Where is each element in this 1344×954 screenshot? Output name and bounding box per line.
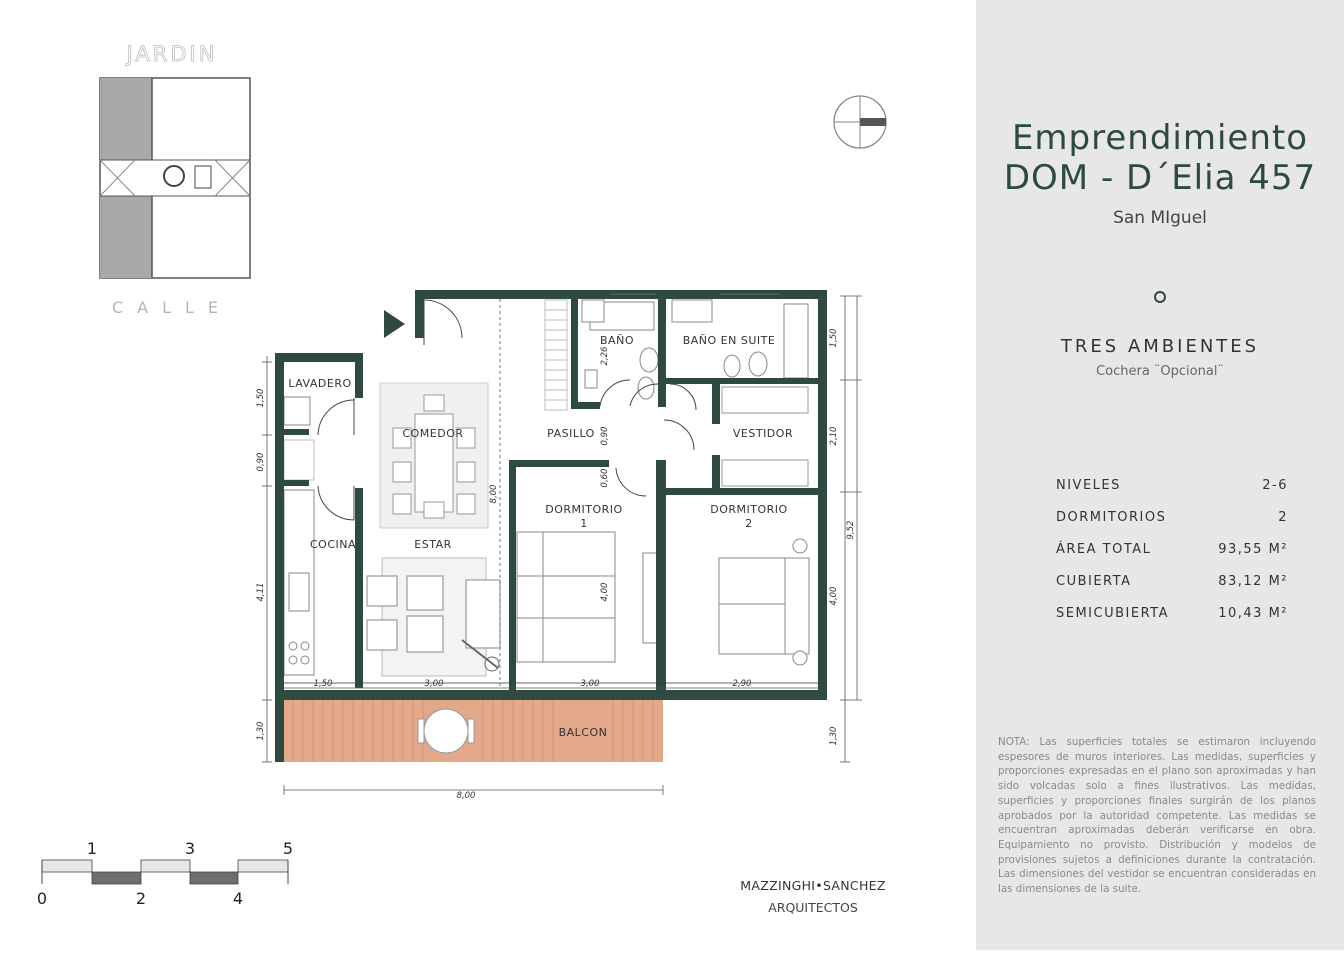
floor-plan-area: JARDIN CALLE [37, 42, 887, 915]
room-label-comedor: COMEDOR [402, 427, 463, 440]
kitchen-counter [283, 489, 315, 676]
room-label-cocina: COCINA [310, 538, 356, 551]
dim-inner-800: 8,00 [489, 485, 499, 504]
dim-left-090: 0,90 [256, 453, 266, 472]
spec-label: CUBIERTA [1056, 574, 1132, 589]
dining-table [392, 394, 476, 519]
dim-right-150: 1,50 [829, 329, 839, 348]
dim-left-150: 1,50 [256, 389, 266, 408]
bathroom-fixtures [581, 299, 809, 400]
unit-subtitle: Cochera ¨Opcional¨ [1096, 364, 1224, 379]
dim-bottom-150: 1,50 [314, 679, 333, 689]
scale-bar: 1 3 5 0 2 4 [37, 839, 293, 908]
floor-plan-drawing: JARDIN CALLE [37, 42, 887, 915]
keyplan-top-label: JARDIN [125, 42, 218, 66]
room-labels: LAVADERO COMEDOR PASILLO BAÑO BAÑO EN SU… [288, 334, 793, 739]
room-label-balcon: BALCON [559, 726, 608, 739]
dim-right-210: 2,10 [829, 427, 839, 446]
spec-value: 2 [1278, 510, 1288, 525]
dimension-labels: 1,50 0,90 4,11 1,30 1,50 3,00 3,00 2,90 … [256, 329, 856, 801]
room-label-dormitorio-2: DORMITORIO [710, 503, 787, 516]
spec-label: SEMICUBIERTA [1056, 606, 1169, 621]
dim-right-130: 1,30 [829, 727, 839, 746]
spec-row: NIVELES 2-6 [1056, 478, 1288, 498]
architects-name: MAZZINGHI•SANCHEZ [740, 878, 885, 893]
room-label-vestidor: VESTIDOR [733, 427, 793, 440]
room-label-bano-suite: BAÑO EN SUITE [683, 334, 776, 347]
balcony-table [417, 708, 475, 754]
entrance-arrow-icon [384, 310, 405, 338]
architects-title: ARQUITECTOS [768, 900, 858, 915]
spec-label: NIVELES [1056, 478, 1121, 493]
disclaimer-note: NOTA: Las superficies totales se estimar… [998, 736, 1316, 896]
room-label-pasillo: PASILLO [547, 427, 595, 440]
north-compass-icon [833, 95, 887, 149]
door-swings [317, 299, 697, 521]
dimension-lines [262, 295, 862, 795]
scale-tick-0: 0 [37, 889, 47, 908]
project-title-line1: Emprendimiento [1011, 118, 1309, 158]
dim-dorm-400: 4,00 [600, 583, 610, 602]
scale-tick-2: 2 [136, 889, 146, 908]
key-plan: JARDIN CALLE [99, 42, 251, 317]
room-label-estar: ESTAR [414, 538, 451, 551]
room-label-dormitorio-1: DORMITORIO [545, 503, 622, 516]
room-label-lavadero: LAVADERO [288, 377, 351, 390]
spec-row: DORMITORIOS 2 [1056, 510, 1288, 530]
spec-value: 93,55 M² [1218, 542, 1288, 557]
dim-right-400: 4,00 [829, 587, 839, 606]
dim-bath-226: 2,26 [600, 346, 610, 366]
dim-right-952: 9,52 [846, 521, 856, 540]
keyplan-unit-highlight [100, 78, 152, 160]
spec-value: 2-6 [1262, 478, 1288, 493]
dim-left-411: 4,11 [256, 583, 266, 602]
spec-value: 83,12 M² [1218, 574, 1288, 589]
scale-tick-3: 3 [185, 839, 195, 858]
project-location: San MIguel [1113, 208, 1207, 228]
dim-bottom-300a: 3,00 [425, 679, 444, 689]
plant-icon [461, 639, 500, 672]
unit-type: TRES AMBIENTES [1060, 336, 1260, 357]
info-panel: Emprendimiento DOM - D´Elia 457 San MIgu… [976, 0, 1344, 950]
room-label-dormitorio-1-num: 1 [580, 517, 588, 530]
keyplan-bottom-label: CALLE [112, 298, 232, 317]
scale-tick-1: 1 [87, 839, 97, 858]
dim-bottom-300b: 3,00 [581, 679, 600, 689]
spec-row: ÁREA TOTAL 93,55 M² [1056, 542, 1288, 562]
closet-vestidor [721, 386, 809, 487]
dim-dorm-060: 0,60 [600, 469, 610, 488]
room-label-bano: BAÑO [600, 334, 634, 347]
dim-bottom-290: 2,90 [733, 679, 752, 689]
bed-dorm-2 [718, 538, 810, 666]
dim-overall-800: 8,00 [457, 791, 476, 801]
spec-label: DORMITORIOS [1056, 510, 1167, 525]
windows [284, 293, 818, 684]
balcony-decking [292, 700, 654, 762]
bed-dorm-1 [516, 531, 616, 663]
stairs-hatching [283, 299, 568, 481]
bullet-icon [1154, 291, 1166, 303]
scale-tick-5: 5 [283, 839, 293, 858]
dim-left-130: 1,30 [256, 722, 266, 741]
spec-row: SEMICUBIERTA 10,43 M² [1056, 606, 1288, 626]
spec-row: CUBIERTA 83,12 M² [1056, 574, 1288, 594]
room-label-dormitorio-2-num: 2 [745, 517, 753, 530]
spec-label: ÁREA TOTAL [1056, 542, 1152, 557]
spec-value: 10,43 M² [1218, 606, 1288, 621]
laundry-sink [283, 396, 311, 426]
living-sofa-set [366, 575, 501, 653]
dim-bath-090: 0,90 [600, 427, 610, 446]
project-title-line2: DOM - D´Elia 457 [1003, 158, 1317, 198]
scale-tick-4: 4 [233, 889, 243, 908]
